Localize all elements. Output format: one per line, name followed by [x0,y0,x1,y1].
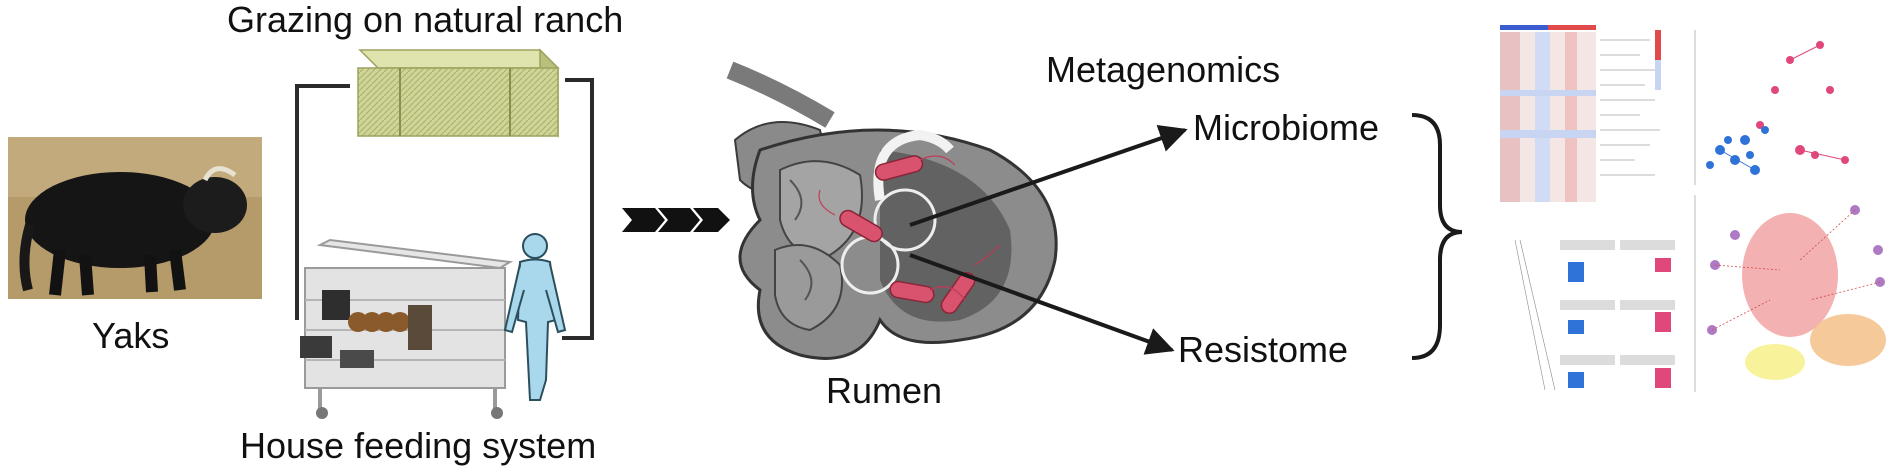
feeding-pen-icon [300,238,514,419]
house-feeding-label: House feeding system [240,425,597,466]
result-network-panel [1694,195,1886,392]
rumen-icon [726,61,1058,360]
grazing-label: Grazing on natural ranch [227,0,624,40]
curly-brace-icon [1411,113,1463,360]
microbiome-arrow [909,124,1188,227]
bacteria-flagella [818,155,1001,301]
rumen-label: Rumen [826,370,943,411]
result-boxplot-panel [1514,239,1675,391]
arrows [909,124,1188,355]
microbiome-label: Microbiome [1193,107,1380,148]
yak-photo [8,137,262,299]
resistome-label: Resistome [1178,329,1349,370]
chevron-arrow-icon [622,208,730,232]
resistome-arrow [909,253,1175,355]
metagenomics-label: Metagenomics [1046,49,1281,90]
result-heatmap-panel [1500,25,1661,202]
hay-bale-icon [357,48,560,138]
yaks-label: Yaks [92,315,170,356]
human-silhouette-icon [503,233,567,401]
result-scatter-panel [1694,30,1849,185]
connector-lines [295,78,594,340]
